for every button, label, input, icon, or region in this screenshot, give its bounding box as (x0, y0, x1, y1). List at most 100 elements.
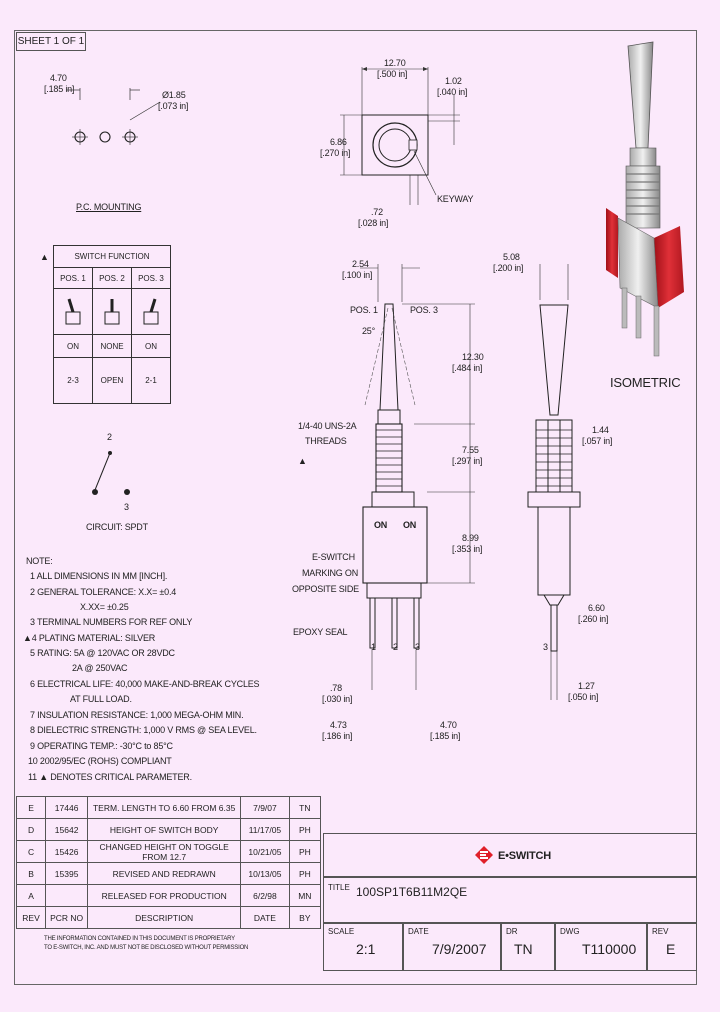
sw-state: NONE (92, 334, 132, 358)
note-item: 1 ALL DIMENSIONS IN MM [INCH]. (30, 571, 168, 581)
rev-header: BY (288, 906, 322, 929)
rev-row: B 15395 REVISED AND REDRAWN 10/13/05 PH (15, 862, 322, 885)
top-key: .72 (371, 207, 383, 217)
scale-label: SCALE (328, 927, 355, 936)
note-item: 2 GENERAL TOLERANCE: X.X= ±0.4 (30, 587, 177, 597)
revision-table: E 17446 TERM. LENGTH TO 6.60 FROM 6.35 7… (15, 796, 322, 929)
front-d755-in: [.297 in] (452, 456, 483, 466)
front-d78: .78 (330, 683, 342, 693)
toggle-pos3-icon (131, 288, 171, 335)
marking-line1: E-SWITCH (312, 552, 355, 562)
side-d660-in: [.260 in] (578, 614, 609, 624)
side-d144: 1.44 (592, 425, 609, 435)
mount-dim2-in: [.073 in] (158, 101, 189, 111)
dr-label: DR (506, 927, 518, 936)
rev-row: E 17446 TERM. LENGTH TO 6.60 FROM 6.35 7… (15, 796, 322, 819)
disclaimer-line2: TO E-SWITCH, INC. AND MUST NOT BE DISCLO… (44, 945, 249, 951)
scale-value: 2:1 (356, 941, 376, 957)
rev-cell: 17446 (45, 796, 89, 819)
pin-3: 3 (415, 642, 420, 652)
rev-box (647, 923, 697, 971)
mount-dim1-in: [.185 in] (44, 84, 75, 94)
rev-cell: C (15, 840, 47, 863)
e-switch-logo-icon (475, 846, 493, 864)
note-item: 11 ▲ DENOTES CRITICAL PARAMETER. (28, 772, 192, 782)
front-on1: ON (374, 520, 388, 530)
rev-header-row: REV PCR NO DESCRIPTION DATE BY (15, 906, 322, 929)
top-view-drawing (340, 67, 460, 205)
front-d470: 4.70 (440, 720, 457, 730)
rev-cell: D (15, 818, 47, 841)
title-label: TITLE (328, 883, 350, 892)
switch-function-table: SWITCH FUNCTION POS. 1 POS. 2 POS. 3 ON … (53, 245, 171, 404)
rev-cell: B (15, 862, 47, 885)
front-d470-in: [.185 in] (430, 731, 461, 741)
rev-value: E (666, 941, 676, 957)
note-item: 2A @ 250VAC (72, 663, 128, 673)
front-d473-in: [.186 in] (322, 731, 353, 741)
rev-cell: A (15, 884, 47, 907)
side-d127-in: [.050 in] (568, 692, 599, 702)
sheet-label: SHEET 1 OF 1 (16, 32, 86, 51)
rev-cell: MN (288, 884, 322, 907)
date-value: 7/9/2007 (432, 941, 487, 957)
note-item: 5 RATING: 5A @ 120VAC OR 28VDC (30, 648, 175, 658)
side-d127: 1.27 (578, 681, 595, 691)
rev-cell (45, 884, 89, 907)
rev-cell: 10/13/05 (240, 862, 290, 885)
date-label: DATE (408, 927, 429, 936)
dr-value: TN (514, 941, 533, 957)
note-item: ▲4 PLATING MATERIAL: SILVER (23, 633, 156, 643)
side-d508-in: [.200 in] (493, 263, 524, 273)
rev-row: D 15642 HEIGHT OF SWITCH BODY 11/17/05 P… (15, 818, 322, 841)
top-h: 6.86 (330, 137, 347, 147)
logo-text: E•SWITCH (498, 850, 551, 862)
side-d660: 6.60 (588, 603, 605, 613)
circuit-pin3: 3 (124, 502, 129, 512)
pc-mounting-holes (66, 88, 161, 145)
title-box (323, 877, 697, 923)
front-d1230-in: [.484 in] (452, 363, 483, 373)
rev-cell: TERM. LENGTH TO 6.60 FROM 6.35 (87, 796, 242, 819)
rev-header: DESCRIPTION (87, 906, 242, 929)
sw-header: POS. 1 (53, 267, 93, 289)
sw-connection: 2-1 (131, 357, 171, 404)
sw-state: ON (131, 334, 171, 358)
rev-cell: 15426 (45, 840, 89, 863)
front-pos1: POS. 1 (350, 305, 378, 315)
note-item: 3 TERMINAL NUMBERS FOR REF ONLY (30, 617, 193, 627)
side-d508: 5.08 (503, 252, 520, 262)
top-k-in: [.040 in] (437, 87, 468, 97)
logo-box (323, 833, 697, 877)
isometric-render (606, 41, 684, 357)
side-pin: 3 (543, 642, 548, 652)
rev-cell: CHANGED HEIGHT ON TOGGLE FROM 12.7 (87, 840, 242, 863)
rev-header: DATE (240, 906, 290, 929)
rev-cell: REVISED AND REDRAWN (87, 862, 242, 885)
top-k: 1.02 (445, 76, 462, 86)
isometric-label: ISOMETRIC (610, 375, 681, 390)
rev-cell: PH (288, 840, 322, 863)
marking-line2: MARKING ON (302, 568, 359, 578)
rev-row: A RELEASED FOR PRODUCTION 6/2/98 MN (15, 884, 322, 907)
front-d254-in: [.100 in] (342, 270, 373, 280)
front-d78-in: [.030 in] (322, 694, 353, 704)
note-item: X.XX= ±0.25 (80, 602, 129, 612)
sw-state: ON (53, 334, 93, 358)
scale-box (323, 923, 403, 971)
marking-line3: OPPOSITE SIDE (292, 584, 359, 594)
circuit-diagram (92, 451, 130, 495)
drawing-frame (14, 30, 697, 985)
circuit-label: CIRCUIT: SPDT (86, 522, 148, 532)
front-on2: ON (403, 520, 417, 530)
disclaimer-line1: THE INFORMATION CONTAINED IN THIS DOCUME… (44, 936, 235, 942)
sw-header: POS. 3 (131, 267, 171, 289)
switch-function-title: SWITCH FUNCTION (53, 245, 171, 268)
mount-dim2: Ø1.85 (162, 90, 186, 100)
front-thread2: THREADS (305, 436, 347, 446)
note-item: 10 2002/95/EC (ROHS) COMPLIANT (28, 756, 172, 766)
critical-mark-thread: ▲ (298, 456, 307, 466)
front-d899-in: [.353 in] (452, 544, 483, 554)
front-d473: 4.73 (330, 720, 347, 730)
title-value: 100SP1T6B11M2QE (356, 885, 468, 899)
